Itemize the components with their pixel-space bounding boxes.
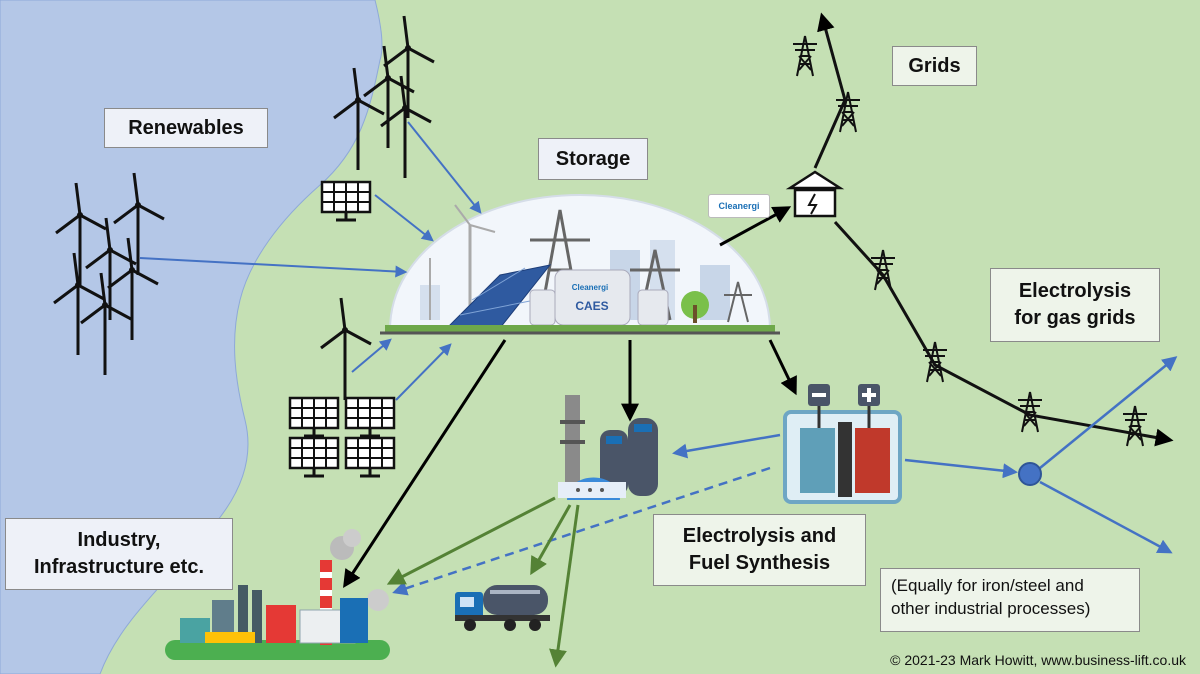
refinery-icon	[558, 395, 658, 500]
fuel-flow-arrows	[386, 496, 580, 668]
tanker-truck-icon	[455, 585, 550, 631]
gas-grid-junction	[1018, 462, 1042, 486]
brand-badge: Cleanergi	[571, 282, 609, 292]
substation-icon	[785, 170, 845, 218]
caes-tank-label: CAES	[575, 299, 608, 313]
wind-turbine-icon	[319, 296, 373, 402]
storage-label: Storage	[538, 138, 648, 180]
grid-transmission-line	[813, 12, 1174, 447]
renewables-label: Renewables	[104, 108, 268, 148]
storage-output-arrows	[343, 206, 797, 589]
factory-icon	[165, 529, 390, 660]
storage-dome-icon: CAES	[380, 193, 780, 335]
grids-label: Grids	[892, 46, 977, 86]
industry-label: Industry,Infrastructure etc.	[5, 518, 233, 590]
solar-panel-icon	[288, 180, 396, 478]
renewable-flow-arrows	[139, 121, 482, 401]
hydrogen-flow-arrows	[392, 356, 1178, 596]
electrolyser-icon	[783, 384, 902, 504]
copyright-text: © 2021-23 Mark Howitt, www.business-lift…	[890, 652, 1186, 668]
brand-badge: Cleanergi	[708, 194, 770, 218]
